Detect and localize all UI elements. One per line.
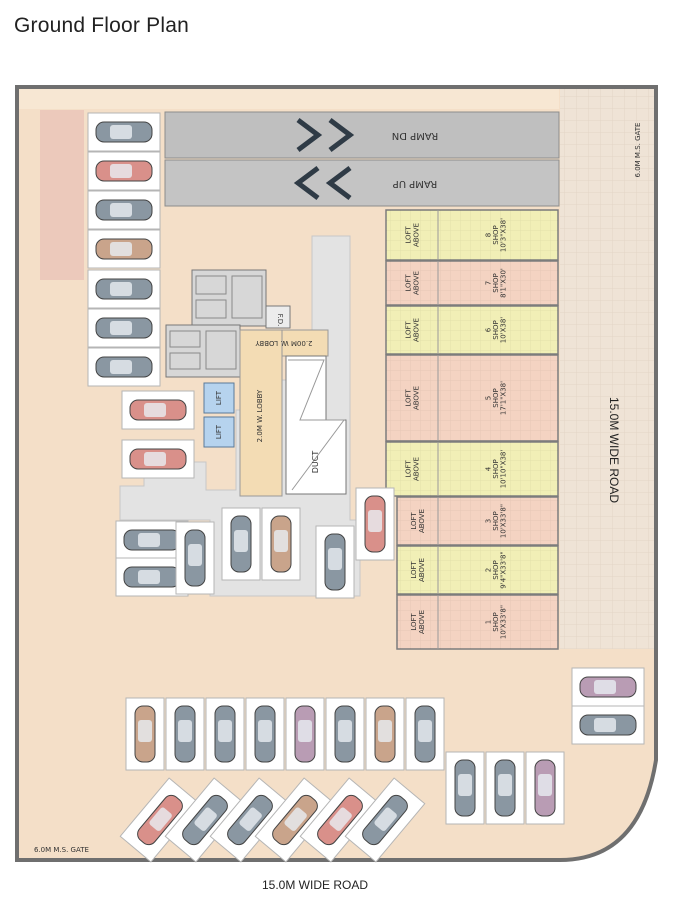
shop-label: 2SHOP9'4"X33'8" xyxy=(484,551,507,588)
shop-loft-label: LOFTABOVE xyxy=(410,610,426,634)
shop-unit-3: LOFTABOVE 3SHOP10'X33'8" xyxy=(396,496,559,546)
parking-stall xyxy=(261,507,301,581)
fire-duct xyxy=(265,305,291,329)
shop-unit-4: LOFTABOVE 4SHOP10'10"X38' xyxy=(385,441,559,497)
parking-stall xyxy=(245,697,285,771)
staircase-lower xyxy=(165,324,241,378)
parking-stall xyxy=(571,705,645,745)
ramp-down xyxy=(164,111,560,159)
parking-stall xyxy=(525,751,565,825)
lift-2 xyxy=(203,416,235,448)
lobby-vertical xyxy=(239,329,283,497)
shop-unit-8: LOFTABOVE 8SHOP10'3"X38' xyxy=(385,209,559,261)
parking-stall xyxy=(285,697,325,771)
shop-unit-5: LOFTABOVE 5SHOP17'1"X38' xyxy=(385,354,559,442)
gate-label-top-right: 6.0M M.S. GATE xyxy=(634,123,642,178)
shop-label: 8SHOP10'3"X38' xyxy=(484,218,507,252)
parking-stall xyxy=(175,521,215,595)
parking-stall xyxy=(405,697,445,771)
shop-unit-1: LOFTABOVE 1SHOP10'X33'8" xyxy=(396,594,559,650)
lobby-vertical-label: 2.0M W. LOBBY xyxy=(256,389,264,442)
staircase-upper xyxy=(191,269,267,327)
shop-unit-7: LOFTABOVE 7SHOP8'1"X30' xyxy=(385,260,559,306)
parking-stall xyxy=(221,507,261,581)
parking-stall xyxy=(299,777,381,863)
shop-units: LOFTABOVE 8SHOP10'3"X38' LOFTABOVE 7SHOP8'1… xyxy=(385,209,559,650)
lift-1-label: LIFT xyxy=(215,390,223,405)
duct-label: DUCT xyxy=(311,451,320,474)
shop-loft-label: LOFTABOVE xyxy=(405,457,421,481)
top-strip xyxy=(19,89,559,109)
shop-label: 6SHOP10'X38' xyxy=(484,317,507,344)
lobby-horizontal-label: 2.00M W. LOBBY xyxy=(255,339,313,347)
parking-stall xyxy=(87,112,161,152)
parking-stall xyxy=(125,697,165,771)
shop-unit-2: LOFTABOVE 2SHOP9'4"X33'8" xyxy=(396,545,559,595)
parking-stall xyxy=(365,697,405,771)
ramp-up xyxy=(164,159,560,207)
parking-stall xyxy=(87,229,161,269)
parking-stall xyxy=(205,697,245,771)
parking-stall xyxy=(121,390,195,430)
parking-stall xyxy=(485,751,525,825)
parking-stall xyxy=(87,190,161,230)
shop-loft-label: LOFTABOVE xyxy=(410,558,426,582)
road-label-right: 15.0M WIDE ROAD xyxy=(607,396,621,504)
lift-1 xyxy=(203,382,235,414)
ramp-down-label: RAMP DN xyxy=(392,130,438,141)
right-pavement xyxy=(560,89,654,649)
shop-unit-6: LOFTABOVE 6SHOP10'X38' xyxy=(385,305,559,355)
fire-duct-label: F.D. xyxy=(276,314,284,327)
gate-label-bottom-left: 6.0M M.S. GATE xyxy=(34,846,89,854)
parking-stall xyxy=(209,777,291,863)
shop-label: 7SHOP8'1"X30' xyxy=(484,268,507,298)
parking-stalls xyxy=(87,112,645,863)
shop-loft-label: LOFTABOVE xyxy=(410,509,426,533)
parking-stall xyxy=(164,777,246,863)
parking-stall xyxy=(445,751,485,825)
shop-loft-label: LOFTABOVE xyxy=(405,386,421,410)
parking-stall xyxy=(254,777,336,863)
parking-stall xyxy=(355,487,395,561)
shop-label: 5SHOP17'1"X38' xyxy=(484,381,507,415)
road-label-bottom: 15.0M WIDE ROAD xyxy=(262,878,369,892)
parking-stall xyxy=(87,347,161,387)
parking-stall xyxy=(87,308,161,348)
ramp-arrows xyxy=(293,118,355,200)
parking-stall xyxy=(315,525,355,599)
parking-stall xyxy=(325,697,365,771)
shop-label: 3SHOP10'X33'8" xyxy=(484,504,507,538)
page-title: Ground Floor Plan xyxy=(14,14,189,37)
shop-loft-label: LOFTABOVE xyxy=(405,318,421,342)
parking-stall xyxy=(344,777,426,863)
parking-stall xyxy=(165,697,205,771)
shop-loft-label: LOFTABOVE xyxy=(405,271,421,295)
left-strip xyxy=(40,110,84,280)
parking-stall xyxy=(87,151,161,191)
shop-label: 4SHOP10'10"X38' xyxy=(484,450,507,489)
parking-stall xyxy=(571,667,645,707)
lift-2-label: LIFT xyxy=(215,424,223,439)
parking-stall xyxy=(87,269,161,309)
duct xyxy=(285,355,347,495)
shop-label: 1SHOP10'X33'8" xyxy=(484,605,507,639)
parking-stall xyxy=(121,439,195,479)
shop-loft-label: LOFTABOVE xyxy=(405,223,421,247)
ramp-up-label: RAMP UP xyxy=(393,178,438,189)
